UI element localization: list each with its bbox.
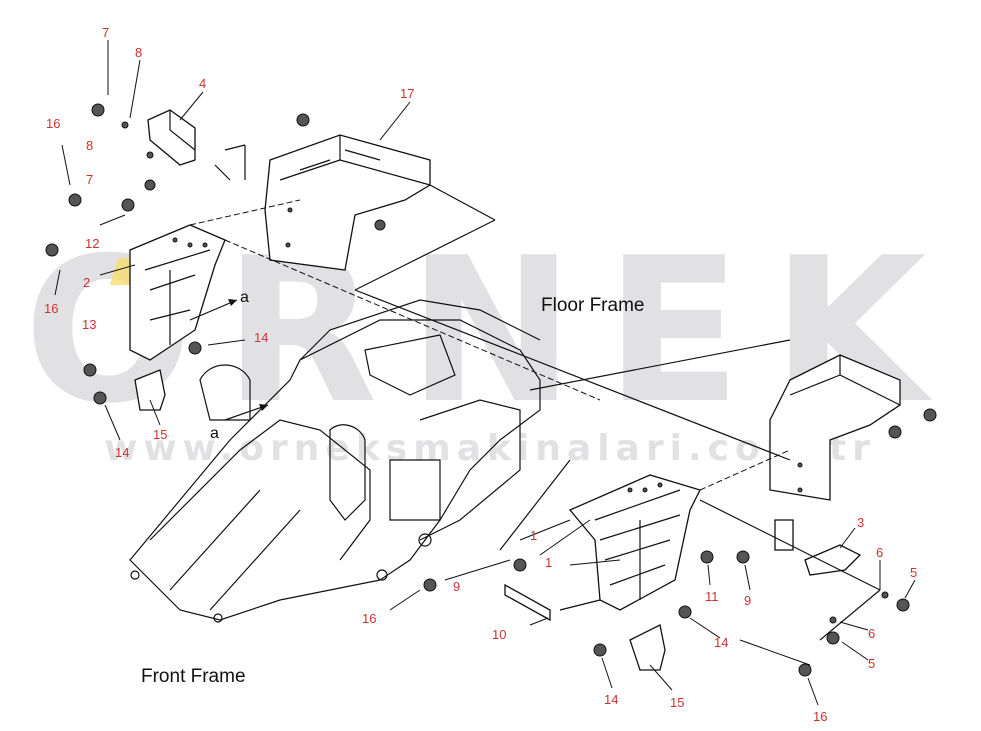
callout-11: 11 bbox=[705, 589, 719, 604]
callout-17: 17 bbox=[400, 86, 414, 101]
callout-14-bottom: 14 bbox=[604, 692, 618, 707]
callout-4: 4 bbox=[199, 76, 206, 91]
assembly-lines bbox=[189, 144, 881, 641]
callouts: 7 8 4 16 8 7 17 12 2 16 13 14 15 14 1 9 … bbox=[44, 25, 917, 724]
callout-12: 12 bbox=[85, 236, 99, 251]
bar-part-10 bbox=[504, 583, 551, 622]
bracket-1 bbox=[568, 474, 701, 611]
callout-6-upper: 6 bbox=[876, 545, 883, 560]
callout-8-mid: 8 bbox=[86, 138, 93, 153]
callout-14-left: 14 bbox=[115, 445, 129, 460]
callout-1-lower: 1 bbox=[545, 555, 552, 570]
callout-3: 3 bbox=[857, 515, 864, 530]
arrow-a-upper bbox=[189, 299, 238, 321]
cover-part-3 bbox=[804, 544, 862, 576]
callout-9-left: 9 bbox=[453, 579, 460, 594]
callout-2: 2 bbox=[83, 275, 90, 290]
callout-8-top: 8 bbox=[135, 45, 142, 60]
callout-5-lower: 5 bbox=[868, 656, 875, 671]
callout-10: 10 bbox=[492, 627, 506, 642]
callout-14-right: 14 bbox=[714, 635, 728, 650]
arrow-letter-a-upper: a bbox=[240, 289, 249, 306]
clip-part-15-right bbox=[629, 624, 666, 671]
callout-16-bottom-left: 16 bbox=[362, 611, 376, 626]
floor-frame-part-17 bbox=[264, 134, 431, 271]
front-frame-body bbox=[129, 299, 541, 623]
bracket-2 bbox=[129, 224, 226, 361]
front-frame-label: Front Frame bbox=[141, 666, 246, 687]
callout-16-upper: 16 bbox=[46, 116, 60, 131]
cover-part-4 bbox=[147, 109, 196, 166]
watermark-url: www.orneksmakinalari.com.tr bbox=[104, 428, 876, 469]
leader-lines bbox=[54, 40, 916, 706]
arrow-a-lower bbox=[224, 404, 269, 421]
callout-9-right: 9 bbox=[744, 593, 751, 608]
callout-5-upper: 5 bbox=[910, 565, 917, 580]
floor-frame-part-right bbox=[769, 354, 901, 551]
bolts bbox=[45, 103, 937, 677]
arrow-letter-a-lower: a bbox=[210, 425, 219, 442]
callout-16-left: 16 bbox=[44, 301, 58, 316]
callout-16-bottom-right: 16 bbox=[813, 709, 827, 724]
clip-part-15-left bbox=[134, 369, 166, 411]
callout-15-right: 15 bbox=[670, 695, 684, 710]
floor-frame-label: Floor Frame bbox=[541, 295, 644, 316]
callout-7-mid: 7 bbox=[86, 172, 93, 187]
callout-13: 13 bbox=[82, 317, 96, 332]
callout-1-upper: 1 bbox=[530, 528, 537, 543]
callout-7-top: 7 bbox=[102, 25, 109, 40]
callout-14-upper: 14 bbox=[254, 330, 268, 345]
callout-15-left: 15 bbox=[153, 427, 167, 442]
callout-6-lower: 6 bbox=[868, 626, 875, 641]
